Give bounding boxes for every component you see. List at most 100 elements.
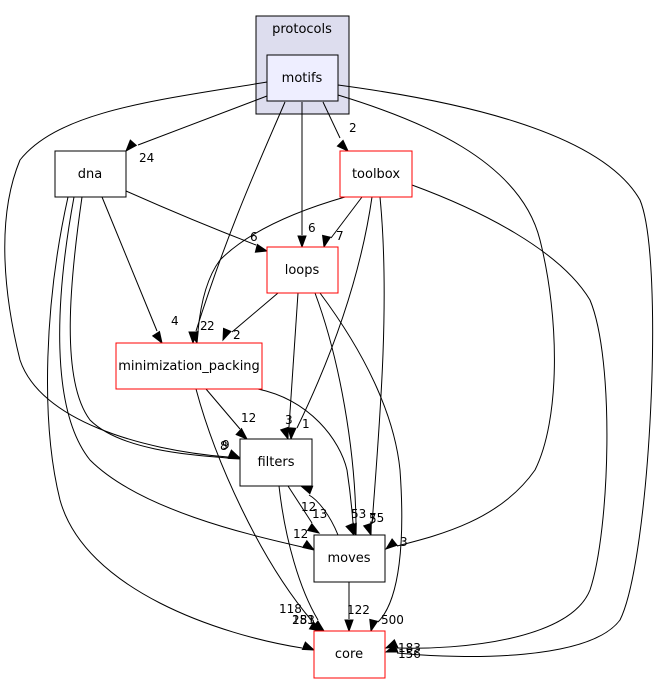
node-filters[interactable]: filters xyxy=(239,438,313,487)
arrowhead xyxy=(297,235,307,249)
arrowhead xyxy=(279,426,289,441)
arrowhead xyxy=(321,234,332,249)
edge-minimization-packing-moves: 5 xyxy=(257,388,377,537)
edge-toolbox-loops: 7 xyxy=(321,196,363,249)
edge-toolbox-core: 156 xyxy=(384,184,608,661)
edge-line xyxy=(195,101,286,332)
edge-count-label[interactable]: 2 xyxy=(349,121,357,135)
arrowhead xyxy=(301,539,316,551)
edge-count-label[interactable]: 12 xyxy=(301,500,316,514)
edge-toolbox-minimization-packing: 2 xyxy=(189,196,346,345)
edge-count-label[interactable]: 8 xyxy=(220,439,228,453)
arrowhead xyxy=(299,485,314,495)
arrowhead xyxy=(254,243,269,253)
edge-line xyxy=(257,388,354,524)
edge-count-label[interactable]: 6 xyxy=(250,230,258,244)
edge-count-label[interactable]: 9 xyxy=(222,438,230,452)
edge-dna-loops: 6 xyxy=(125,190,269,253)
edge-count-label[interactable]: 13 xyxy=(312,507,327,521)
node-moves-label: moves xyxy=(327,551,370,566)
node-motifs[interactable]: motifs xyxy=(266,54,339,102)
edge-line xyxy=(69,196,229,459)
edge-loops-filters: 3 xyxy=(279,292,299,441)
edge-line xyxy=(4,81,268,458)
edge-motifs-filters: 8 xyxy=(4,81,268,459)
edge-count-label[interactable]: 75 xyxy=(369,511,384,525)
arrowhead xyxy=(235,427,249,440)
edge-count-label[interactable]: 53 xyxy=(351,507,366,521)
edge-motifs-toolbox: 2 xyxy=(322,101,357,153)
edge-line xyxy=(337,94,555,547)
edge-count-label[interactable]: 5 xyxy=(369,512,377,526)
edge-line xyxy=(137,95,268,146)
edge-motifs-dna: 24 xyxy=(125,95,268,165)
edge-minimization-packing-core: 118 xyxy=(195,388,323,632)
edge-count-label[interactable]: 12 xyxy=(241,411,256,425)
edge-dna-moves: 12 xyxy=(59,196,316,551)
edge-count-label[interactable]: 3 xyxy=(400,535,408,549)
arrowhead xyxy=(344,619,354,633)
edge-count-label[interactable]: 1 xyxy=(302,417,310,431)
edge-line xyxy=(231,292,279,333)
edge-line xyxy=(308,494,339,536)
arrowhead xyxy=(222,327,232,342)
edge-motifs-minimization-packing: 2 xyxy=(188,101,286,345)
node-motifs-label: motifs xyxy=(282,71,323,86)
edge-count-label[interactable]: 2 xyxy=(233,328,241,342)
edge-count-label[interactable]: 12 xyxy=(293,527,308,541)
edge-count-label[interactable]: 3 xyxy=(285,413,293,427)
edge-line xyxy=(330,196,363,239)
node-loops[interactable]: loops xyxy=(266,246,339,294)
edge-line xyxy=(396,184,608,649)
arrowhead xyxy=(362,522,372,537)
node-dna-label: dna xyxy=(78,167,102,182)
edge-count-label[interactable]: 118 xyxy=(279,602,302,616)
arrowhead xyxy=(151,330,163,345)
edge-dna-minimization-packing: 4 xyxy=(101,196,179,345)
arrowhead xyxy=(384,638,399,649)
node-toolbox[interactable]: toolbox xyxy=(339,150,413,198)
edge-count-label[interactable]: 6 xyxy=(308,221,316,235)
edge-count-label[interactable]: 253 xyxy=(292,613,315,627)
edge-line xyxy=(205,388,241,430)
node-minimization-packing[interactable]: minimization_packing xyxy=(115,342,263,390)
edge-count-label[interactable]: 2 xyxy=(207,319,215,333)
edge-line xyxy=(337,84,654,658)
edge-count-label[interactable]: 7 xyxy=(336,229,344,243)
edge-count-label[interactable]: 2 xyxy=(200,319,208,333)
edge-toolbox-filters: 1 xyxy=(287,196,373,441)
node-core[interactable]: core xyxy=(313,630,386,679)
edge-line xyxy=(47,196,303,649)
arrowhead xyxy=(384,538,398,550)
edge-line xyxy=(101,196,158,332)
arrowhead xyxy=(312,620,326,632)
edge-line xyxy=(371,196,385,525)
arrowhead xyxy=(301,641,316,651)
edge-filters-moves: 13 xyxy=(287,485,327,534)
arrowhead xyxy=(125,139,138,153)
edge-count-label[interactable]: 500 xyxy=(381,613,404,627)
edge-count-label[interactable]: 181 xyxy=(292,613,315,627)
edge-count-label[interactable]: 4 xyxy=(171,314,179,328)
edge-moves-core: 122 xyxy=(344,582,370,633)
edge-count-label[interactable]: 156 xyxy=(398,647,421,661)
edge-line xyxy=(59,196,303,548)
edge-line xyxy=(125,190,257,246)
edge-count-label[interactable]: 122 xyxy=(347,603,370,617)
edge-line xyxy=(296,196,373,429)
node-toolbox-label: toolbox xyxy=(352,167,400,182)
node-moves[interactable]: moves xyxy=(313,534,386,583)
node-filters-label: filters xyxy=(257,455,294,470)
node-dna[interactable]: dna xyxy=(54,150,127,198)
node-minimization-packing-label: minimization_packing xyxy=(118,359,260,374)
edge-line xyxy=(288,292,299,428)
arrowhead xyxy=(287,427,297,441)
cluster-label: protocols xyxy=(272,22,332,37)
edge-line xyxy=(287,485,313,524)
edge-count-label[interactable]: 24 xyxy=(139,151,154,165)
edge-line xyxy=(322,101,341,139)
edge-line xyxy=(314,292,357,524)
node-core-label: core xyxy=(335,647,363,662)
edge-motifs-loops: 6 xyxy=(297,102,316,249)
edge-loops-core: 500 xyxy=(319,292,404,633)
